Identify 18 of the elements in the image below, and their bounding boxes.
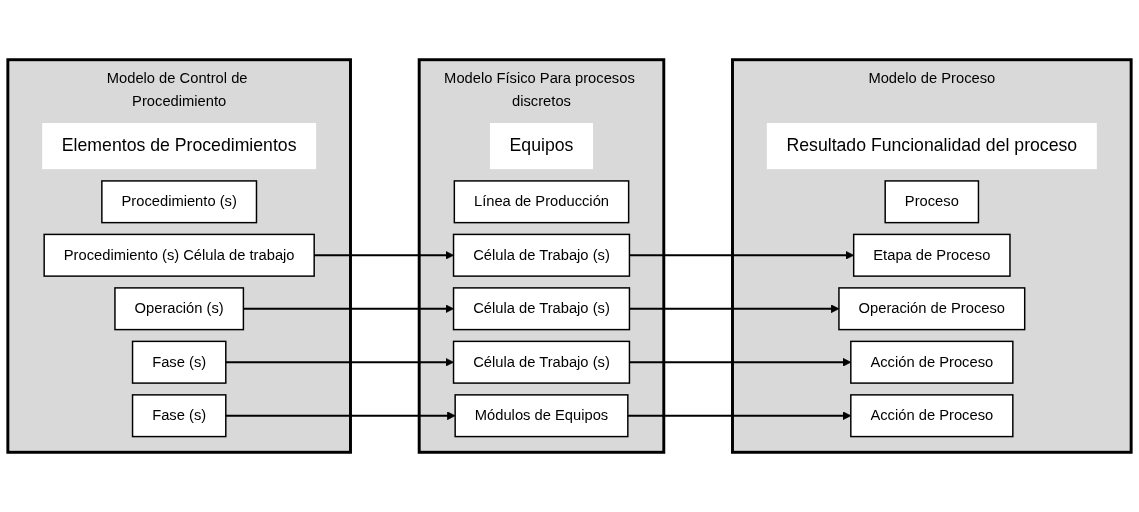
node-box: Módulos de Equipos	[454, 394, 629, 438]
node-box: Línea de Producción	[453, 180, 630, 224]
node-box: Célula de Trabajo (s)	[452, 233, 631, 277]
node-box: Acción de Proceso	[850, 394, 1014, 438]
node-box: Célula de Trabajo (s)	[452, 340, 631, 384]
node-box: Acción de Proceso	[850, 340, 1014, 384]
node-box: Operación (s)	[114, 287, 245, 331]
node-box: Equipos	[489, 123, 594, 170]
node-box: Elementos de Procedimientos	[42, 123, 317, 170]
node-box: Resultado Funcionalidad del proceso	[766, 123, 1097, 170]
node-box: Procedimiento (s) Célula de trabajo	[43, 233, 315, 277]
node-box: Célula de Trabajo (s)	[452, 287, 631, 331]
node-box: Etapa de Proceso	[852, 233, 1011, 277]
node-box: Fase (s)	[131, 340, 227, 384]
node-box: Procedimiento (s)	[101, 180, 258, 224]
node-box: Fase (s)	[131, 394, 227, 438]
node-box: Proceso	[884, 180, 980, 224]
node-box: Operación de Proceso	[838, 287, 1026, 331]
